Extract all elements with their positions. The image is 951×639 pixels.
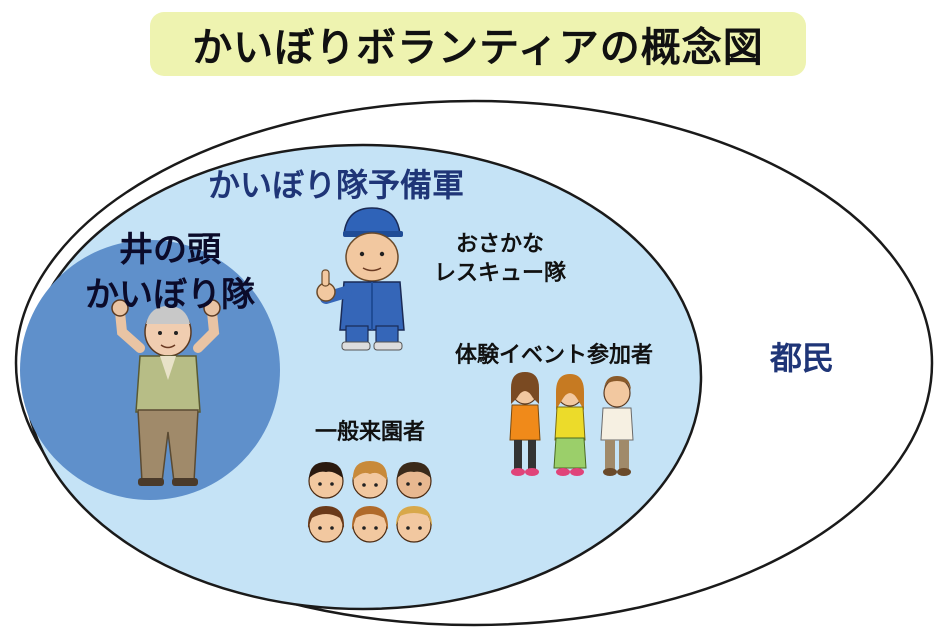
diagram-title: かいぼりボランティアの概念図: [150, 12, 806, 76]
elderly-man-volunteer-icon: [111, 299, 221, 486]
general-visitors-label: 一般来園者: [315, 420, 426, 445]
three-people-icon: [509, 372, 634, 476]
core-team-label-line2: かいぼり隊: [85, 275, 255, 315]
rescue-team-label-line1: おさかな: [455, 232, 544, 257]
event-participants-label: 体験イベント参加者: [455, 343, 654, 368]
face-5: [351, 506, 389, 543]
worker-thumbs-up-icon: [316, 207, 405, 351]
face-3: [396, 462, 432, 499]
six-faces-icon: [307, 461, 432, 543]
core-team-label-line1: 井の頭: [119, 230, 221, 270]
reserve-label: かいぼり隊予備軍: [208, 166, 465, 204]
rescue-team-label: おさかな レスキュー隊: [420, 230, 580, 288]
face-1: [308, 462, 344, 499]
face-6: [396, 506, 432, 543]
face-4: [307, 506, 345, 543]
core-team-label: 井の頭 かいぼり隊: [60, 228, 280, 318]
rescue-team-label-line2: レスキュー隊: [433, 261, 566, 286]
citizens-label: 都民: [770, 339, 835, 377]
face-2: [352, 461, 388, 499]
